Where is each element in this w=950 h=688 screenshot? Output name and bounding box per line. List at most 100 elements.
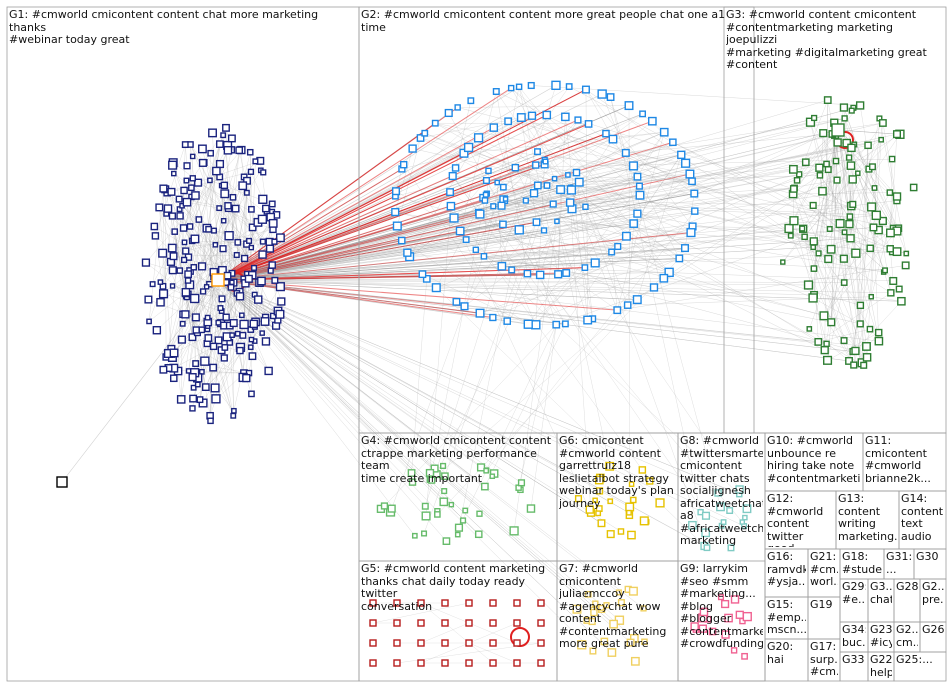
- node-g3: [846, 221, 853, 228]
- node-g2: [584, 316, 592, 324]
- node-g1: [151, 223, 157, 229]
- node-g5: [514, 660, 520, 666]
- node-g1: [230, 333, 234, 337]
- node-g2: [623, 232, 631, 240]
- node-g1: [249, 246, 253, 250]
- node-g5: [418, 660, 424, 666]
- node-g1: [225, 203, 231, 209]
- edge: [531, 86, 860, 106]
- node-g1: [217, 141, 223, 147]
- group-label-line: #webinar today great: [9, 34, 357, 47]
- group-label-line: chat: [870, 594, 892, 607]
- node-g6: [627, 511, 631, 515]
- node-g6: [640, 517, 648, 525]
- node-g3: [824, 357, 832, 365]
- node-g3: [875, 338, 882, 345]
- node-g3: [868, 203, 876, 211]
- node-g1: [249, 207, 254, 212]
- node-g2: [498, 263, 505, 270]
- group-label-line: audio: [901, 531, 944, 544]
- node-g5: [490, 660, 496, 666]
- node-g2: [566, 84, 571, 89]
- group-label-line: G18:: [842, 551, 882, 564]
- node-g2: [625, 302, 631, 308]
- node-g1: [243, 375, 250, 382]
- node-g3: [781, 260, 785, 264]
- node-g1: [169, 267, 176, 274]
- node-g3: [890, 278, 897, 285]
- node-g1: [222, 345, 227, 350]
- node-g2: [504, 318, 510, 324]
- node-g2: [531, 190, 538, 197]
- node-g5: [514, 640, 520, 646]
- node-g2: [563, 321, 569, 327]
- group-label-line: G19: [810, 599, 838, 612]
- node-g1: [187, 369, 191, 373]
- node-g1: [230, 195, 235, 200]
- node-g1: [190, 406, 195, 411]
- node-g1: [259, 251, 266, 258]
- edge: [459, 325, 556, 528]
- node-g1: [222, 219, 226, 223]
- node-g1: [234, 253, 239, 258]
- node-g2: [689, 178, 695, 184]
- node-g2: [573, 170, 579, 176]
- node-g2: [555, 219, 559, 223]
- node-g2: [676, 255, 682, 261]
- node-g1: [199, 145, 206, 152]
- node-g1: [272, 278, 278, 284]
- node-g1: [229, 135, 236, 142]
- node-g1: [170, 253, 177, 260]
- node-g1: [269, 262, 275, 268]
- group-label-line: brianne2k...: [865, 473, 944, 486]
- node-g1: [224, 147, 231, 154]
- node-g2: [475, 134, 483, 142]
- hub-node: [212, 274, 224, 286]
- node-g1: [240, 320, 248, 328]
- node-g1: [170, 349, 177, 356]
- node-g3: [807, 327, 811, 331]
- group-label-line: mscn...: [767, 624, 806, 637]
- group-label-line: ...: [886, 564, 912, 577]
- node-g2: [625, 102, 633, 110]
- node-g5: [394, 620, 400, 626]
- node-g2: [515, 226, 523, 234]
- group-label-g2: G2: #cmworld cmicontent content more gre…: [361, 9, 752, 34]
- group-label-line: #icy...: [870, 637, 892, 650]
- group-label-line: G23:: [870, 624, 892, 637]
- node-g2: [456, 227, 463, 234]
- group-label-line: G5: #cmworld content marketing: [361, 563, 555, 576]
- node-g1: [258, 215, 266, 223]
- node-g2: [607, 94, 613, 100]
- node-g2: [651, 284, 658, 291]
- node-g2: [524, 270, 530, 276]
- group-label-line: G9: larrykim: [680, 563, 763, 576]
- node-g3: [820, 130, 827, 137]
- node-g1: [164, 205, 171, 212]
- group-label-line: G12:: [767, 493, 834, 506]
- node-g1: [197, 397, 202, 402]
- node-g1: [269, 201, 274, 206]
- node-g1: [221, 355, 227, 361]
- node-g3: [851, 362, 857, 368]
- node-g1: [272, 239, 277, 244]
- node-g2: [523, 198, 528, 203]
- node-g3: [849, 176, 856, 183]
- group-label-line: G11:: [865, 435, 944, 448]
- node-g3: [827, 227, 832, 232]
- edge: [456, 101, 471, 168]
- group-label-line: G6: cmicontent: [559, 435, 676, 448]
- node-g2: [544, 183, 549, 188]
- group-label-g25: G25:...: [896, 654, 944, 667]
- group-label-g9: G9: larrykim#seo #smm#marketing...#blog …: [680, 563, 763, 651]
- group-label-g32: G3...chat: [870, 581, 892, 606]
- node-g1: [177, 268, 182, 273]
- node-g2: [660, 275, 667, 282]
- node-g1: [242, 256, 248, 262]
- node-g4: [477, 511, 482, 516]
- node-g4: [461, 518, 466, 523]
- node-g5: [466, 660, 472, 666]
- group-label-line: marketing: [680, 535, 763, 548]
- node-g3: [869, 295, 873, 299]
- node-g2: [490, 124, 497, 131]
